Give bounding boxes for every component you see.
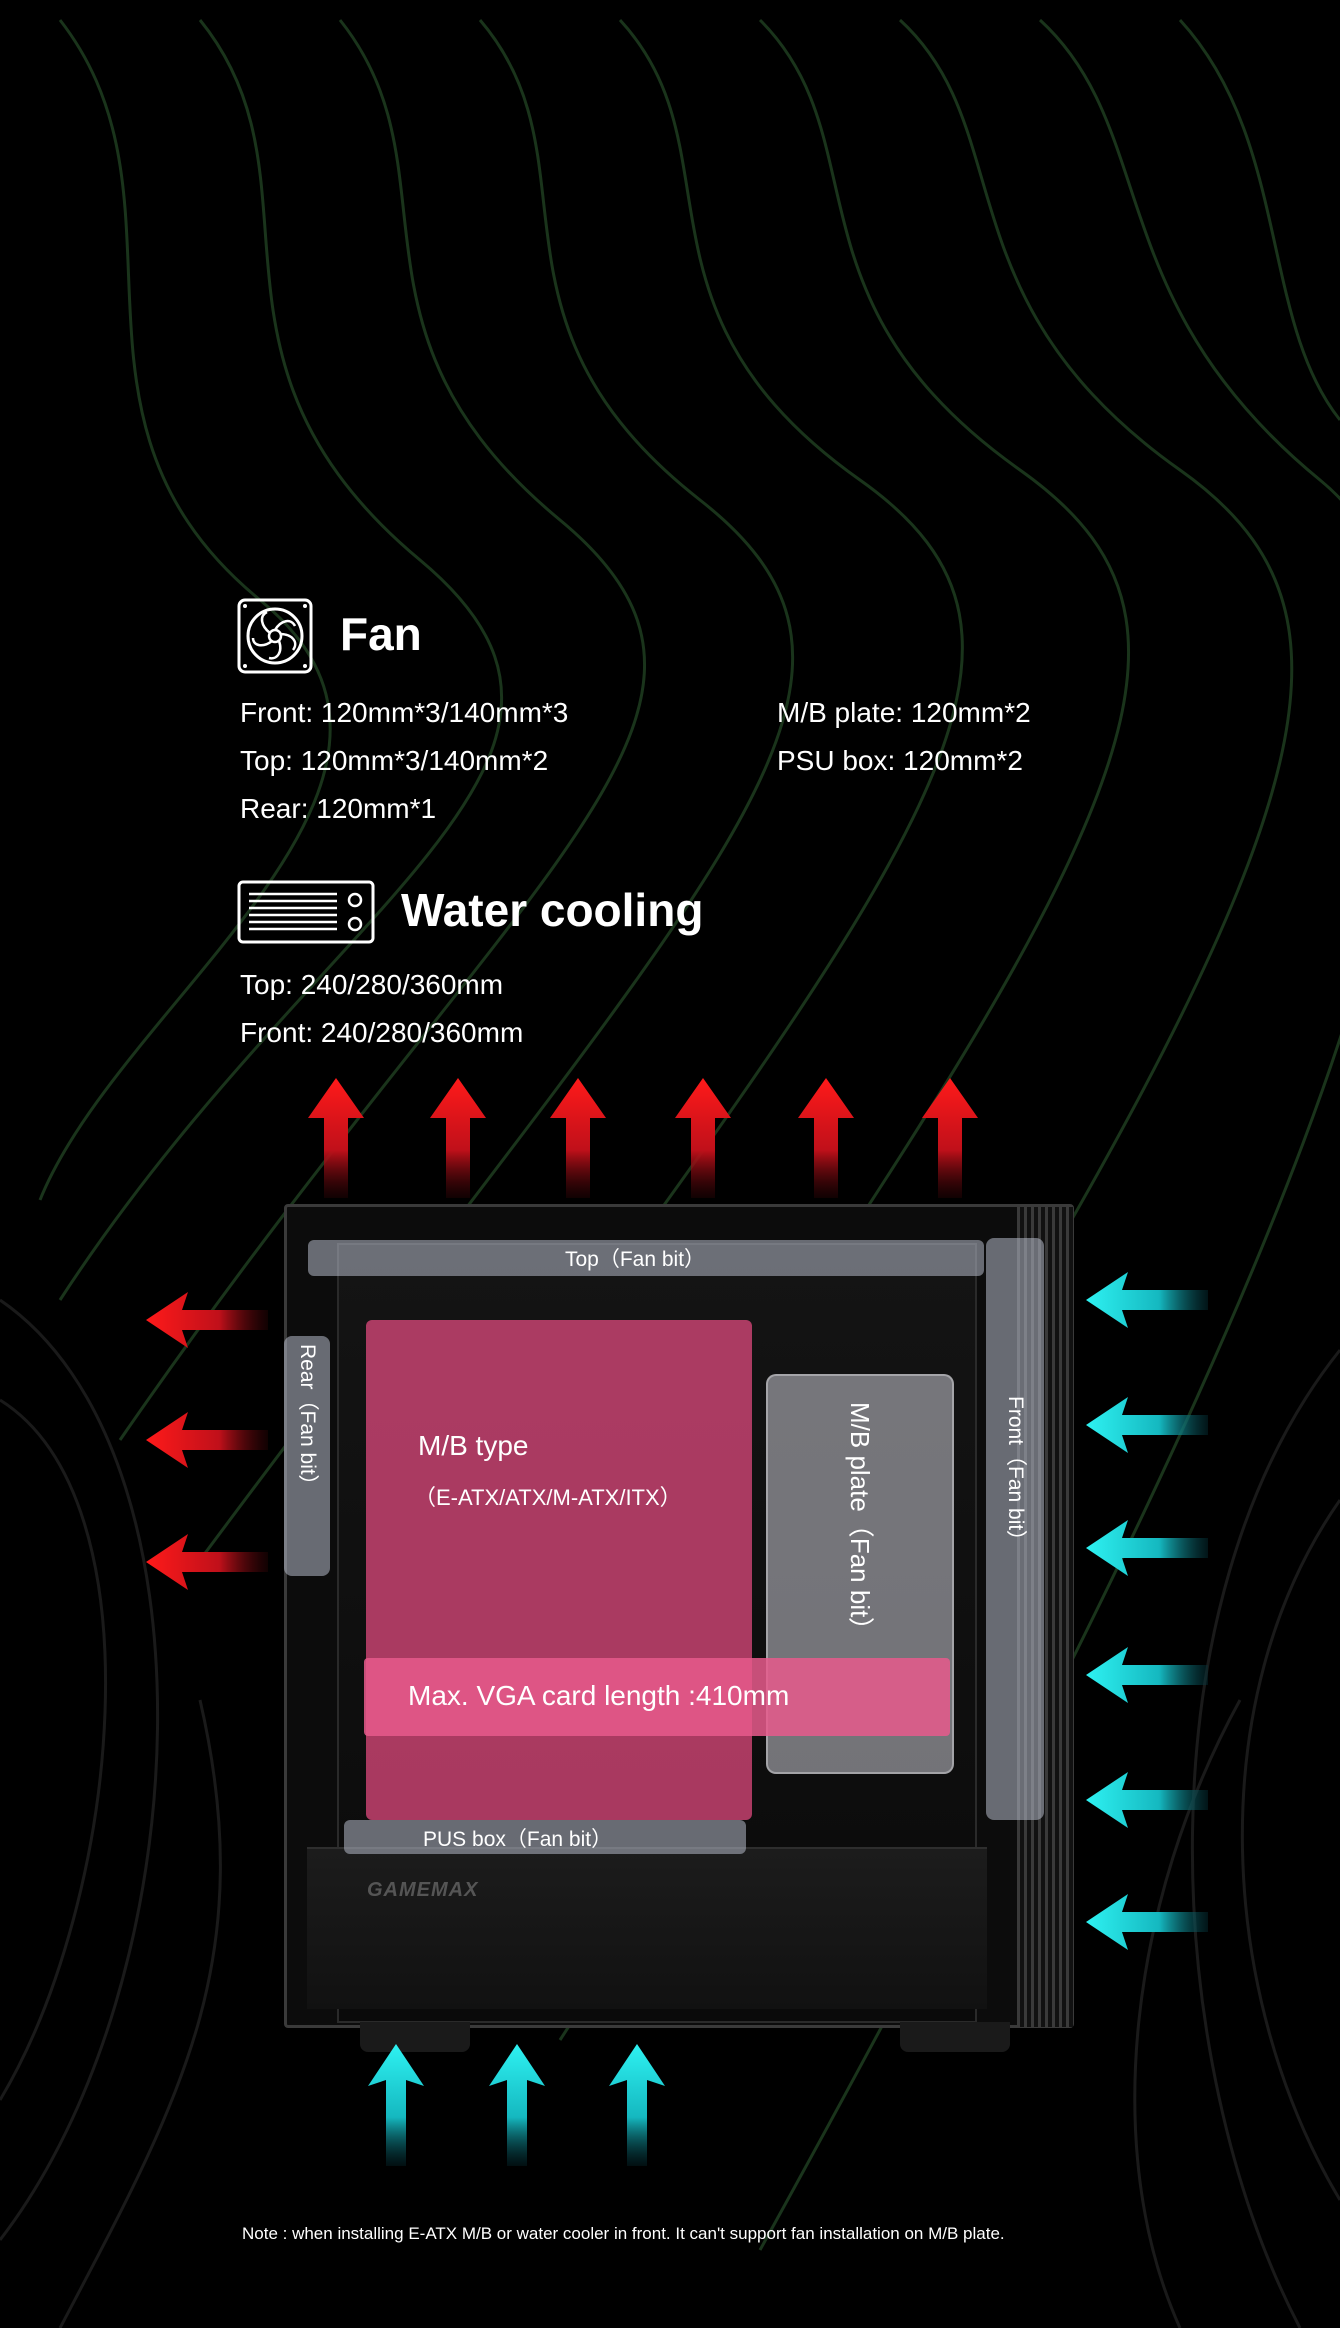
psu-shroud bbox=[307, 1847, 987, 2009]
intake-arrow-left-icon bbox=[1086, 1397, 1208, 1453]
fan-spec-mb-plate: M/B plate: 120mm*2 bbox=[777, 697, 1031, 728]
intake-arrow-up-icon bbox=[609, 2044, 665, 2166]
intake-arrow-left-icon bbox=[1086, 1272, 1208, 1328]
fan-title: Fan bbox=[340, 608, 422, 660]
intake-arrow-up-icon bbox=[368, 2044, 424, 2166]
exhaust-arrow-up-icon bbox=[922, 1078, 978, 1198]
top-fan-bit-bar bbox=[308, 1240, 984, 1276]
case-foot-right bbox=[900, 2022, 1010, 2052]
intake-arrow-left-icon bbox=[1086, 1647, 1208, 1703]
intake-arrow-up-icon bbox=[489, 2044, 545, 2166]
exhaust-arrow-up-icon bbox=[430, 1078, 486, 1198]
brand-logo: GAMEMAX bbox=[367, 1879, 479, 1901]
water-spec-front: Front: 240/280/360mm bbox=[240, 1017, 524, 1048]
fan-spec-rear: Rear: 120mm*1 bbox=[240, 793, 437, 824]
exhaust-arrow-up-icon bbox=[798, 1078, 854, 1198]
installation-note: Note : when installing E-ATX M/B or wate… bbox=[242, 2224, 1005, 2243]
front-fan-bit-bar bbox=[986, 1238, 1044, 1820]
motherboard-area bbox=[366, 1320, 752, 1820]
intake-arrow-left-icon bbox=[1086, 1772, 1208, 1828]
rear-fan-bit-bar bbox=[284, 1336, 330, 1576]
case-foot-left bbox=[360, 2022, 470, 2052]
exhaust-arrow-left-icon bbox=[146, 1292, 268, 1348]
vga-length-bar bbox=[364, 1658, 950, 1736]
intake-arrow-left-icon bbox=[1086, 1894, 1208, 1950]
radiator-icon bbox=[237, 880, 375, 944]
rear-fan-bit-label: Rear（Fan bit） bbox=[296, 1344, 319, 1496]
exhaust-arrow-left-icon bbox=[146, 1412, 268, 1468]
fan-icon bbox=[237, 598, 313, 674]
vga-length-label: Max. VGA card length :410mm bbox=[408, 1680, 790, 1711]
intake-arrow-left-icon bbox=[1086, 1520, 1208, 1576]
psu-fan-bit-label: PUS box（Fan bit） bbox=[423, 1828, 613, 1851]
fan-spec-top: Top: 120mm*3/140mm*2 bbox=[240, 745, 549, 776]
fan-spec-psu-box: PSU box: 120mm*2 bbox=[777, 745, 1023, 776]
exhaust-arrow-up-icon bbox=[550, 1078, 606, 1198]
exhaust-arrow-up-icon bbox=[675, 1078, 731, 1198]
water-spec-top: Top: 240/280/360mm bbox=[240, 969, 504, 1000]
exhaust-arrow-left-icon bbox=[146, 1534, 268, 1590]
psu-fan-bit-bar bbox=[344, 1820, 746, 1854]
water-cooling-title: Water cooling bbox=[401, 884, 704, 936]
mb-type-formats: （E-ATX/ATX/M-ATX/ITX） bbox=[414, 1485, 682, 1510]
fan-spec-front: Front: 120mm*3/140mm*3 bbox=[240, 697, 569, 728]
front-fan-bit-label: Front（Fan bit） bbox=[1004, 1396, 1027, 1552]
exhaust-arrow-up-icon bbox=[308, 1078, 364, 1198]
top-fan-bit-label: Top（Fan bit） bbox=[565, 1248, 706, 1271]
mb-plate-label: M/B plate（Fan bit） bbox=[845, 1402, 875, 1644]
mb-type-label: M/B type bbox=[418, 1430, 529, 1461]
